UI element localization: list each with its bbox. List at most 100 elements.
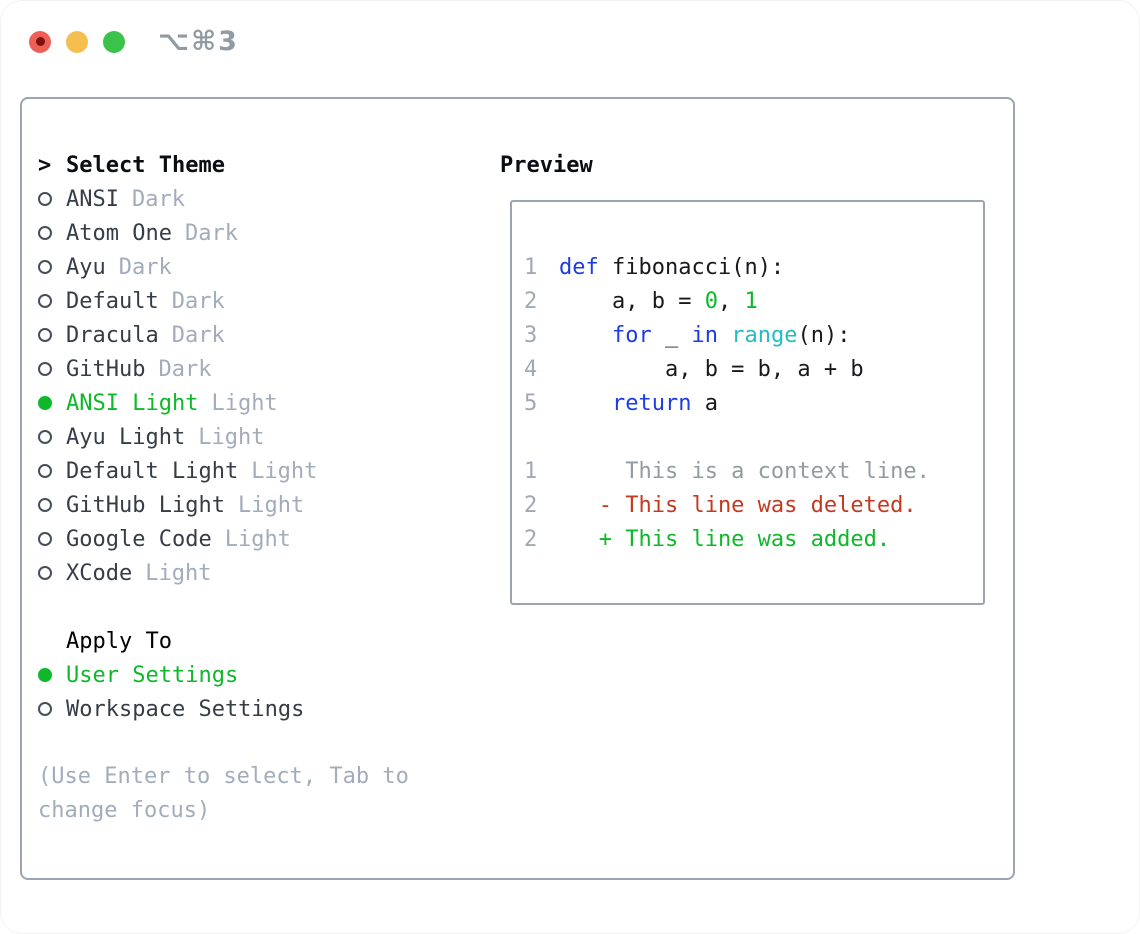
radio-selected-icon bbox=[38, 668, 52, 682]
code-segment bbox=[718, 323, 731, 348]
keyboard-hint: (Use Enter to select, Tab to change focu… bbox=[38, 764, 423, 823]
theme-name: ANSI bbox=[66, 186, 119, 212]
line-number: 1 bbox=[524, 254, 538, 280]
radio-marker bbox=[38, 566, 66, 580]
line-number: 2 bbox=[524, 288, 538, 314]
code-segment: , bbox=[717, 288, 745, 314]
code-segment: for bbox=[611, 322, 652, 348]
cursor-marker: > bbox=[38, 153, 66, 178]
theme-name: Atom One bbox=[66, 220, 172, 246]
line-number: 2 bbox=[524, 492, 538, 518]
theme-name: ANSI Light bbox=[66, 390, 199, 416]
theme-name: GitHub bbox=[66, 356, 146, 382]
theme-variant-badge: Dark bbox=[171, 322, 225, 348]
titlebar: ⌥⌘3 bbox=[29, 26, 239, 57]
theme-variant-badge: Dark bbox=[131, 186, 185, 212]
radio-marker bbox=[38, 396, 66, 410]
code-line: 5 return a bbox=[524, 386, 930, 420]
apply-option[interactable]: Workspace Settings bbox=[38, 692, 484, 726]
close-icon bbox=[35, 37, 45, 46]
radio-marker bbox=[38, 294, 66, 308]
line-number: 2 bbox=[524, 526, 538, 552]
theme-option[interactable]: ANSI Dark bbox=[38, 182, 484, 216]
radio-marker bbox=[38, 498, 66, 512]
code-segment: a bbox=[691, 390, 718, 416]
radio-unselected-icon bbox=[38, 498, 52, 512]
code-line: 1 def fibonacci(n): bbox=[524, 250, 930, 284]
code-line bbox=[524, 420, 930, 454]
apply-option[interactable]: User Settings bbox=[38, 658, 484, 692]
radio-unselected-icon bbox=[38, 192, 52, 206]
radio-marker bbox=[38, 260, 66, 274]
radio-unselected-icon bbox=[38, 362, 52, 376]
theme-option[interactable]: Default Dark bbox=[38, 284, 484, 318]
close-button[interactable] bbox=[29, 30, 51, 53]
theme-option[interactable]: Google Code Light bbox=[38, 522, 484, 556]
theme-variant-badge: Dark bbox=[171, 288, 225, 314]
preview-header: Preview bbox=[500, 148, 593, 182]
select-theme-title: Select Theme bbox=[66, 152, 225, 178]
radio-unselected-icon bbox=[38, 226, 52, 240]
code-line: 2 - This line was deleted. bbox=[524, 488, 930, 522]
theme-variant-badge: Dark bbox=[184, 220, 238, 246]
code-segment: This is a context line. bbox=[559, 458, 930, 484]
line-number: 5 bbox=[524, 390, 538, 416]
zoom-button[interactable] bbox=[103, 30, 125, 53]
theme-option[interactable]: Atom One Dark bbox=[38, 216, 484, 250]
line-number: 3 bbox=[524, 322, 538, 348]
radio-unselected-icon bbox=[38, 430, 52, 444]
minimize-button[interactable] bbox=[66, 30, 88, 53]
radio-marker bbox=[38, 192, 66, 206]
code-line: 3 for _ in range(n): bbox=[524, 318, 930, 352]
theme-variant-badge: Dark bbox=[118, 254, 172, 280]
code-block: 1 def fibonacci(n): 2 a, b = 0, 1 3 for _ i… bbox=[524, 250, 930, 556]
radio-selected-icon bbox=[38, 396, 52, 410]
code-segment: return bbox=[611, 390, 692, 416]
apply-option-label: Workspace Settings bbox=[66, 696, 305, 722]
radio-unselected-icon bbox=[38, 532, 52, 546]
theme-option[interactable]: Ayu Dark bbox=[38, 250, 484, 284]
code-segment: _ bbox=[651, 322, 692, 348]
theme-variant-badge: Light bbox=[211, 390, 278, 416]
window-shortcut-label: ⌥⌘3 bbox=[158, 26, 239, 57]
code-line: 2 + This line was added. bbox=[524, 522, 930, 556]
code-segment: def bbox=[559, 254, 599, 280]
code-segment bbox=[559, 323, 612, 348]
radio-unselected-icon bbox=[38, 702, 52, 716]
theme-name: Ayu bbox=[66, 254, 106, 280]
radio-unselected-icon bbox=[38, 294, 52, 308]
code-segment: fibonacci(n): bbox=[598, 254, 785, 280]
theme-variant-badge: Light bbox=[198, 424, 265, 450]
cursor-caret-icon: > bbox=[38, 152, 52, 178]
theme-option[interactable]: Dracula Dark bbox=[38, 318, 484, 352]
theme-name: Google Code bbox=[66, 526, 212, 552]
radio-unselected-icon bbox=[38, 260, 52, 274]
radio-unselected-icon bbox=[38, 328, 52, 342]
code-segment: a, b = bbox=[559, 288, 705, 314]
radio-marker bbox=[38, 430, 66, 444]
code-segment: a, b = b, a + b bbox=[559, 356, 864, 382]
theme-name: Default bbox=[66, 288, 159, 314]
code-line: 4 a, b = b, a + b bbox=[524, 352, 930, 386]
apply-option-label: User Settings bbox=[66, 662, 239, 688]
code-segment: 1 bbox=[744, 288, 758, 314]
code-segment: range bbox=[731, 322, 798, 348]
code-segment: 0 bbox=[704, 288, 718, 314]
theme-name: Dracula bbox=[66, 322, 159, 348]
apply-to-title: Apply To bbox=[66, 628, 172, 654]
theme-variant-badge: Light bbox=[224, 526, 291, 552]
radio-marker bbox=[38, 362, 66, 376]
spacer bbox=[38, 590, 484, 624]
theme-option[interactable]: ANSI Light Light bbox=[38, 386, 484, 420]
radio-unselected-icon bbox=[38, 464, 52, 478]
code-line: 1 This is a context line. bbox=[524, 454, 930, 488]
code-segment bbox=[559, 391, 612, 416]
